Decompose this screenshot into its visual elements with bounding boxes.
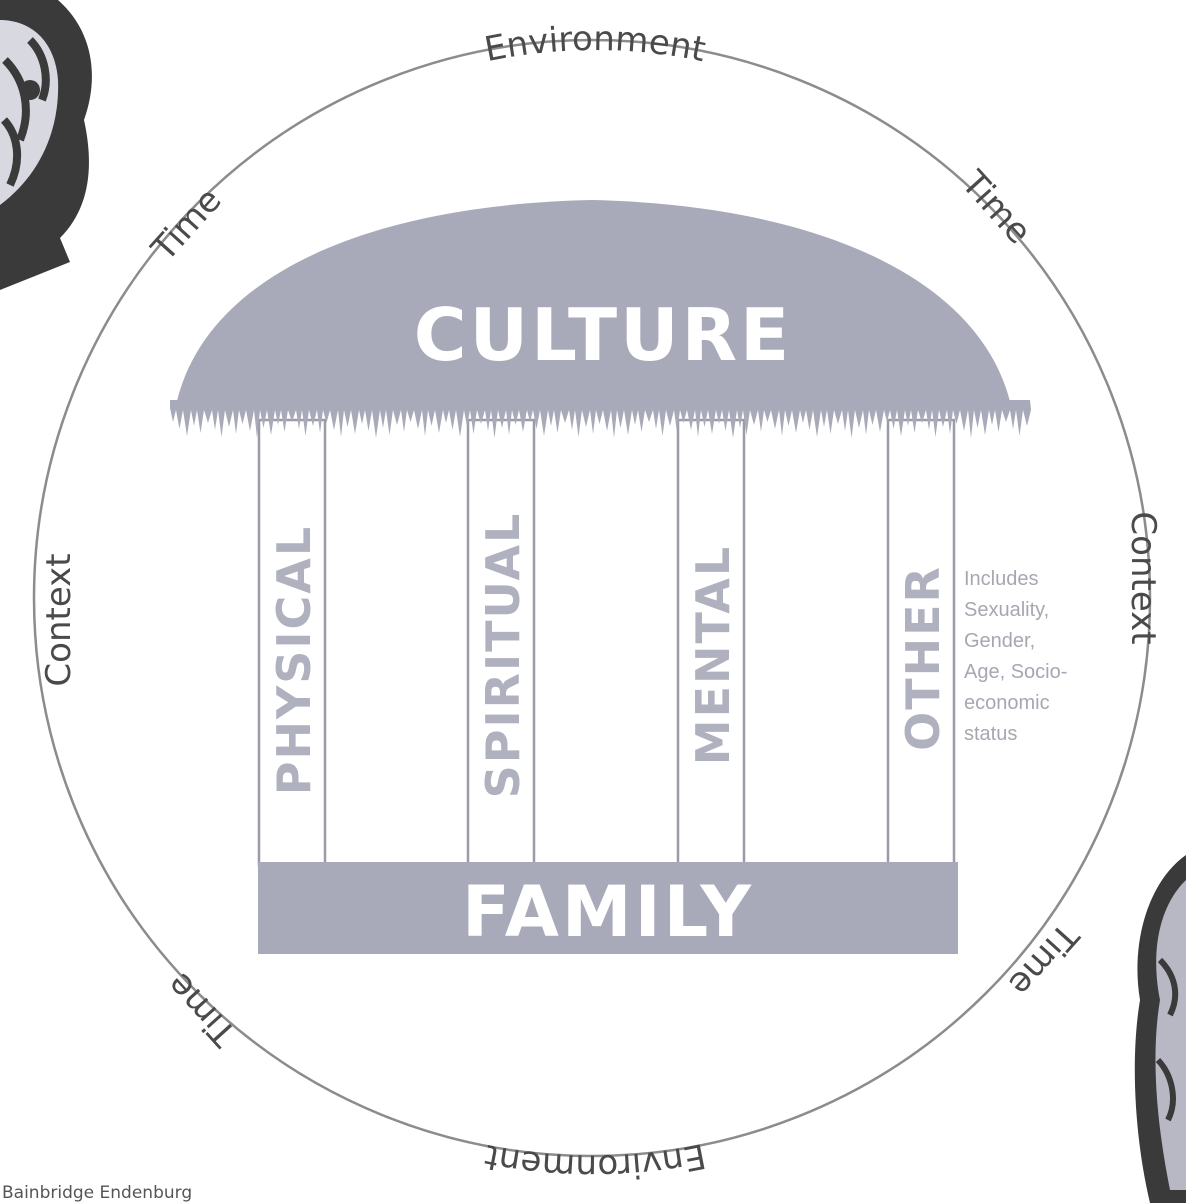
ring-label-time-upper-left: Time — [143, 180, 229, 269]
other-note-line: economic — [964, 692, 1050, 714]
other-note-line: Sexuality, — [964, 599, 1049, 621]
culture-label: CULTURE — [414, 293, 792, 377]
pillar-label-spiritual: SPIRITUAL — [476, 512, 530, 799]
other-note-line: status — [964, 723, 1017, 745]
outer-circle — [32, 38, 1152, 1158]
ring-label-environment-top: Environment — [481, 19, 709, 70]
decorative-figure-top-left — [0, 0, 92, 290]
culture-roof — [170, 200, 1031, 438]
other-note-line: Includes — [964, 568, 1039, 590]
pillar-label-mental: MENTAL — [686, 545, 740, 765]
ring-label-context-left: Context — [39, 553, 79, 686]
ring-label-time-upper-right: Time — [953, 163, 1039, 252]
other-note-line: Age, Socio- — [964, 661, 1067, 683]
pillar-physical — [257, 418, 327, 867]
credit-text: Bainbridge Endenburg — [2, 1183, 192, 1203]
pillar-label-other: OTHER — [896, 565, 950, 751]
pillar-label-physical: PHYSICAL — [267, 525, 321, 795]
pillars — [257, 418, 956, 867]
ring-label-context-right: Context — [1123, 511, 1163, 644]
family-base — [258, 862, 958, 954]
decorative-figure-bottom-right — [1134, 855, 1186, 1203]
ring-label-environment-bottom: Environment — [481, 1135, 709, 1187]
other-note: Includes Sexuality, Gender, Age, Socio- … — [964, 568, 1067, 745]
other-note-line: Gender, — [964, 630, 1035, 652]
pillar-mental — [676, 418, 746, 867]
ring-label-time-lower-left: Time — [159, 965, 245, 1054]
family-label: FAMILY — [462, 871, 754, 953]
